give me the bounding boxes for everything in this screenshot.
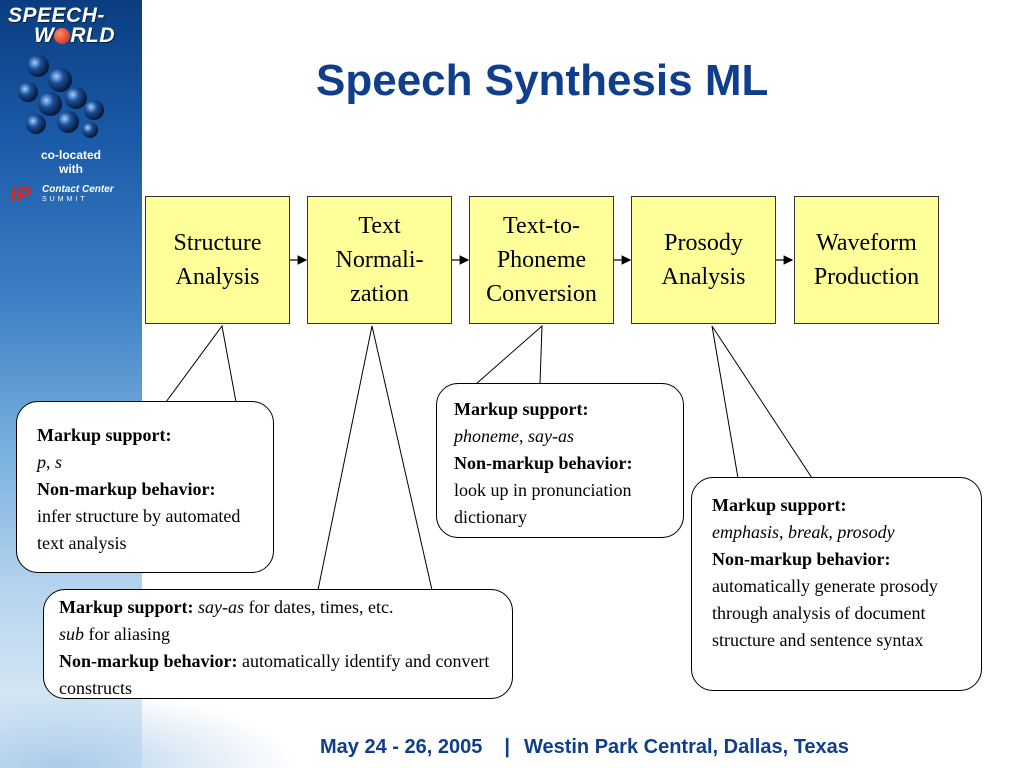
colocated-line2: with — [59, 162, 83, 176]
behavior-text: infer structure by automated text analys… — [37, 506, 241, 553]
callout-structure: Markup support: p, s Non-markup behavior… — [16, 401, 274, 573]
box-label: Text-to- Phoneme Conversion — [486, 213, 597, 307]
box-prosody-analysis: Prosody Analysis — [631, 196, 776, 324]
behavior-text: look up in pronunciation dictionary — [454, 480, 632, 527]
callout-normalization: Markup support: say-as for dates, times,… — [43, 589, 513, 699]
markup-note: for dates, times, etc. — [244, 597, 394, 617]
markup-label: Markup support: — [454, 399, 589, 419]
behavior-text: automatically identify and convert const… — [59, 651, 490, 698]
box-waveform-production: Waveform Production — [794, 196, 939, 324]
pointer-prosody — [711, 325, 813, 479]
footer-separator: | — [504, 736, 510, 758]
footer-dates: May 24 - 26, 2005 — [320, 736, 483, 758]
markup-item: prosody — [837, 522, 895, 542]
markup-label: Markup support: — [712, 495, 847, 515]
page-title: Speech Synthesis ML — [316, 56, 769, 105]
callout-prosody: Markup support: emphasis, break, prosody… — [691, 477, 982, 691]
box-label: Structure Analysis — [173, 230, 262, 290]
pointer-phoneme — [475, 324, 543, 385]
markup-item: emphasis — [712, 522, 779, 542]
box-text-normalization: Text Normali- zation — [307, 196, 452, 324]
markup-item: break — [788, 522, 829, 542]
logo-line1: SPEECH- — [8, 4, 105, 27]
footer-venue: Westin Park Central, Dallas, Texas — [523, 736, 849, 758]
behavior-text: automatically generate prosody through a… — [712, 576, 938, 650]
markup-item: s — [55, 452, 63, 472]
logo-line2: W — [34, 24, 55, 47]
partner-name: Contact Center — [42, 184, 114, 195]
markup-item: p — [37, 452, 46, 472]
behavior-label: Non-markup behavior: — [454, 453, 633, 473]
separator: , — [518, 426, 528, 446]
molecule-orbs-icon — [18, 55, 104, 138]
markup-note: for aliasing — [84, 624, 170, 644]
separator: , — [779, 522, 788, 542]
partner-sub: SUMMIT — [42, 196, 88, 203]
markup-label: Markup support: — [59, 597, 194, 617]
box-text-to-phoneme: Text-to- Phoneme Conversion — [469, 196, 614, 324]
globe-icon — [54, 28, 71, 44]
markup-item: phoneme — [454, 426, 519, 446]
box-label: Waveform Production — [813, 230, 920, 290]
callout-phoneme: Markup support: phoneme, say-as Non-mark… — [436, 383, 684, 538]
decorative-fade — [0, 690, 300, 768]
colocated-line1: co-located — [40, 148, 101, 162]
colocated-text: co-located with — [0, 148, 142, 176]
markup-item: say-as — [198, 597, 245, 617]
event-footer: May 24 - 26, 2005 | Westin Park Central, D… — [320, 736, 849, 759]
box-structure-analysis: Structure Analysis — [145, 196, 290, 324]
markup-label: Markup support: — [37, 425, 172, 445]
pointer-normalization — [317, 325, 433, 591]
separator: , — [46, 452, 55, 472]
behavior-label: Non-markup behavior: — [712, 549, 891, 569]
separator: , — [828, 522, 838, 542]
behavior-label: Non-markup behavior: — [59, 651, 238, 671]
box-label: Text Normali- zation — [335, 213, 424, 307]
behavior-label: Non-markup behavior: — [37, 479, 216, 499]
markup-item: sub — [59, 624, 85, 644]
speechworld-logo: SPEECH- W RLD — [8, 4, 134, 50]
markup-item: say-as — [527, 426, 574, 446]
ip-contact-center-logo: IP Contact Center SUMMIT — [10, 180, 130, 210]
pointer-structure — [165, 324, 237, 403]
logo-line2-rest: RLD — [70, 24, 115, 47]
ip-mark: IP — [10, 182, 31, 207]
box-label: Prosody Analysis — [661, 230, 746, 290]
